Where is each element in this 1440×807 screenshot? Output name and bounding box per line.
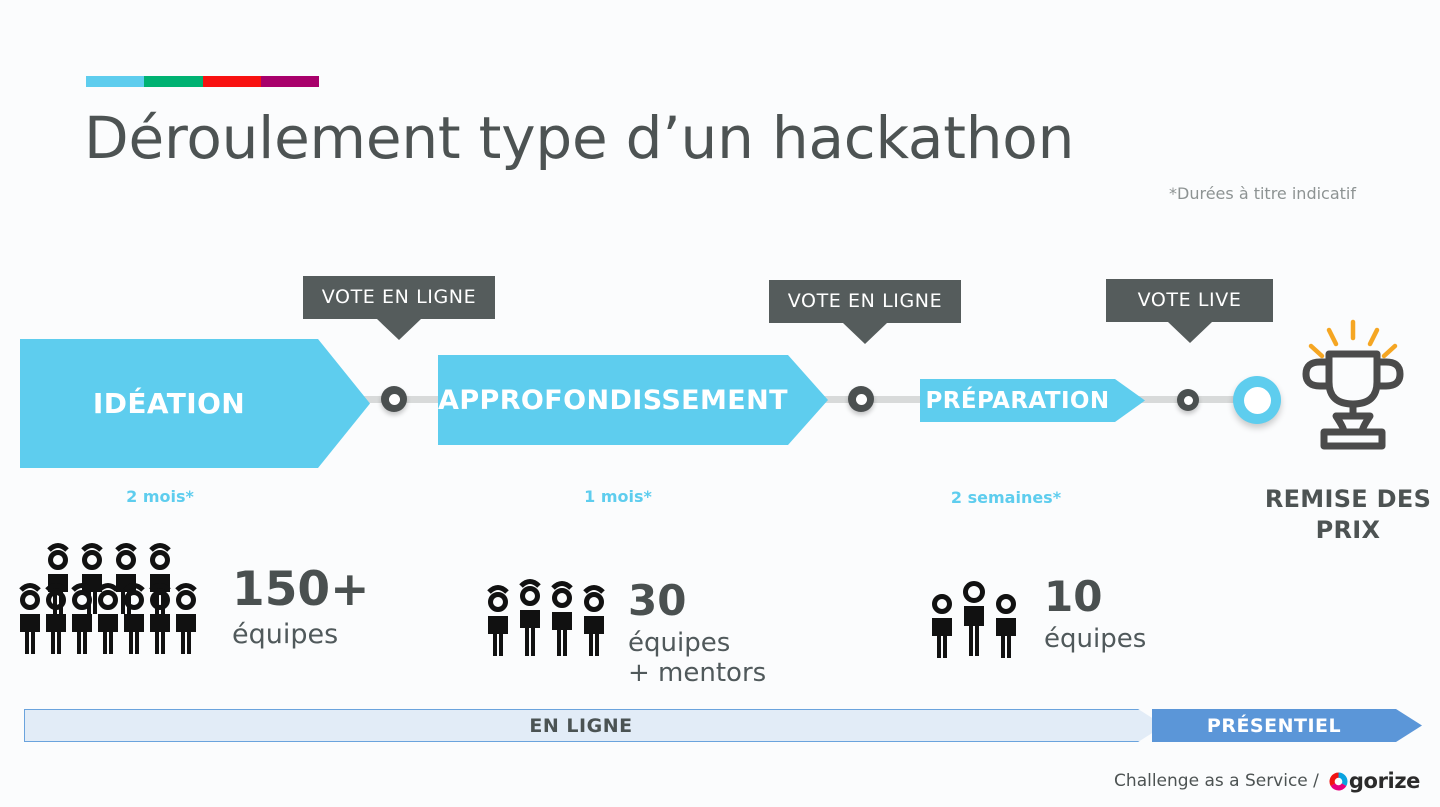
callout-vote-live[interactable]: VOTE LIVE	[1106, 279, 1273, 343]
mode-bar-online-label: EN LIGNE	[529, 714, 633, 737]
accent-color-bar	[86, 76, 319, 87]
agorize-logo[interactable]: gorize	[1329, 769, 1420, 793]
people-group-icon	[484, 566, 610, 670]
duration-preparation: 2 semaines*	[950, 488, 1062, 507]
stat-unit: équipes + mentors	[628, 628, 767, 689]
stat-number: 150+	[232, 562, 370, 617]
timeline-node-3[interactable]	[1177, 389, 1199, 411]
stat-number: 10	[1044, 572, 1103, 621]
mode-bar-onsite-label: PRÉSENTIEL	[1206, 714, 1342, 737]
people-trio-icon	[928, 568, 1026, 668]
stat-text: 150+ équipes	[232, 566, 370, 650]
phase-preparation-label: PRÉPARATION	[925, 387, 1110, 414]
callout-3-pointer	[1167, 322, 1212, 343]
stat-text: 10 équipes	[1044, 572, 1147, 655]
crowd-icon	[18, 534, 214, 660]
accent-segment-red	[202, 76, 261, 87]
timeline-rule-2	[820, 396, 930, 403]
stat-number: 30	[628, 576, 687, 625]
stat-group-ideation: 150+ équipes	[18, 534, 370, 660]
accent-segment-green	[144, 76, 203, 87]
callout-2-label: VOTE EN LIGNE	[787, 290, 943, 312]
accent-segment-cyan	[86, 76, 145, 87]
phase-ideation-label: IDÉATION	[92, 387, 246, 420]
callout-2-pointer	[843, 323, 887, 344]
phase-approfondissement-label: APPROFONDISSEMENT	[438, 384, 788, 416]
duration-ideation: 2 mois*	[126, 487, 194, 506]
trophy-icon	[1288, 318, 1418, 450]
phase-preparation[interactable]: PRÉPARATION	[920, 379, 1145, 422]
callout-vote-en-ligne-2[interactable]: VOTE EN LIGNE	[769, 280, 961, 344]
phase-approfondissement[interactable]: APPROFONDISSEMENT	[438, 355, 828, 445]
award-label: REMISE DES PRIX	[1264, 485, 1432, 544]
duration-disclaimer: *Durées à titre indicatif	[1169, 184, 1356, 203]
stat-unit: équipes	[1044, 624, 1147, 654]
stat-group-approfondissement: 30 équipes + mentors	[484, 566, 766, 688]
agorize-wordmark: gorize	[1348, 769, 1420, 793]
footer: Challenge as a Service / gorize	[1114, 769, 1420, 793]
footer-tagline: Challenge as a Service /	[1114, 771, 1319, 791]
accent-segment-magenta	[260, 76, 319, 87]
agorize-mark-icon	[1329, 771, 1348, 791]
callout-1-pointer	[377, 319, 421, 340]
page-title: Déroulement type d’un hackathon	[84, 104, 1075, 172]
timeline-node-2[interactable]	[848, 386, 874, 412]
duration-approfondissement: 1 mois*	[584, 487, 652, 506]
mode-bar-online[interactable]: EN LIGNE	[24, 709, 1164, 742]
stat-group-preparation: 10 équipes	[928, 568, 1146, 668]
stat-text: 30 équipes + mentors	[628, 576, 767, 689]
phase-ideation[interactable]: IDÉATION	[20, 339, 370, 468]
timeline-node-final[interactable]	[1233, 376, 1281, 424]
callout-1-label: VOTE EN LIGNE	[321, 286, 477, 308]
mode-bar-onsite[interactable]: PRÉSENTIEL	[1152, 709, 1422, 742]
timeline-node-1[interactable]	[381, 386, 407, 412]
callout-vote-en-ligne-1[interactable]: VOTE EN LIGNE	[303, 276, 495, 340]
callout-3-label: VOTE LIVE	[1137, 289, 1242, 311]
stat-unit: équipes	[232, 619, 339, 650]
